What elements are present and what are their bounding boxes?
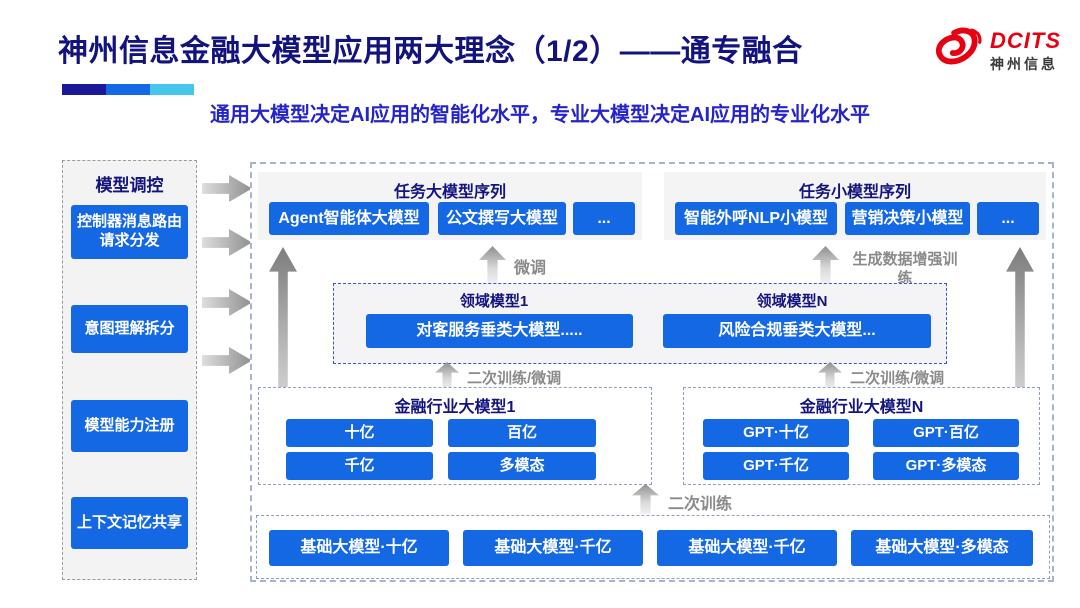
right-arrow-icon bbox=[202, 347, 252, 374]
title-accent-bar bbox=[62, 84, 194, 102]
industry-n-box-gpt1b: GPT·十亿 bbox=[703, 419, 849, 447]
retrain-finetune-right-label: 二次训练/微调 bbox=[850, 370, 945, 387]
industry-n-box-gpt10b: GPT·百亿 bbox=[873, 419, 1019, 447]
finetune-label: 微调 bbox=[514, 260, 547, 277]
base-box-multimodal: 基础大模型·多模态 bbox=[851, 530, 1033, 566]
domain-models-container: 领域模型1 对客服务垂类大模型..... 领域模型N 风险合规垂类大模型... bbox=[333, 283, 947, 364]
task-large-title: 任务大模型序列 bbox=[393, 184, 506, 201]
task-small-box-more: ... bbox=[977, 202, 1039, 235]
sidebar-item-router: 控制器消息路由请求分发 bbox=[71, 205, 188, 259]
right-arrow-icon bbox=[202, 289, 252, 316]
accent-segment-cyan bbox=[150, 84, 194, 95]
domain-model-n-box: 风险合规垂类大模型... bbox=[663, 314, 931, 348]
gen-data-training-label: 生成数据增强训练 bbox=[852, 251, 958, 287]
accent-segment-blue bbox=[106, 84, 150, 95]
base-box-100b-a: 基础大模型·千亿 bbox=[463, 530, 643, 566]
retrain-finetune-left-label: 二次训练/微调 bbox=[467, 370, 562, 387]
task-small-model-section: 任务小模型序列 智能外呼NLP小模型 营销决策小模型 ... bbox=[664, 172, 1046, 240]
industry-1-box-multimodal: 多模态 bbox=[448, 452, 596, 480]
industry-n-box-gptmm: GPT·多模态 bbox=[873, 452, 1019, 480]
logo-brand-text: DCITS bbox=[990, 28, 1061, 53]
task-small-box-nlp: 智能外呼NLP小模型 bbox=[675, 202, 837, 235]
slide-subtitle: 通用大模型决定AI应用的智能化水平，专业大模型决定AI应用的专业化水平 bbox=[210, 104, 870, 126]
right-arrow-icon bbox=[202, 175, 252, 202]
task-large-box-more: ... bbox=[573, 202, 635, 235]
page-title: 神州信息金融大模型应用两大理念（1/2）——通专融合 bbox=[58, 35, 803, 68]
model-control-panel: 模型调控 控制器消息路由请求分发 意图理解拆分 模型能力注册 上下文记忆共享 bbox=[62, 160, 197, 580]
industry-1-box-100b: 千亿 bbox=[286, 452, 433, 480]
task-large-model-section: 任务大模型序列 Agent智能体大模型 公文撰写大模型 ... bbox=[258, 172, 642, 240]
domain-model-1-box: 对客服务垂类大模型..... bbox=[366, 314, 633, 348]
industry-model-n-title: 金融行业大模型N bbox=[799, 399, 924, 416]
base-box-1b: 基础大模型·十亿 bbox=[269, 530, 449, 566]
sidebar-item-context: 上下文记忆共享 bbox=[71, 497, 188, 549]
domain-model-n-title: 领域模型N bbox=[756, 293, 828, 310]
domain-model-1-title: 领域模型1 bbox=[459, 293, 529, 310]
industry-model-n-section: 金融行业大模型N GPT·十亿 GPT·百亿 GPT·千亿 GPT·多模态 bbox=[683, 387, 1040, 485]
task-large-box-doc: 公文撰写大模型 bbox=[438, 202, 566, 235]
task-small-box-marketing: 营销决策小模型 bbox=[845, 202, 970, 235]
base-models-section: 基础大模型·十亿 基础大模型·千亿 基础大模型·千亿 基础大模型·多模态 bbox=[256, 515, 1050, 579]
dcits-swirl-icon bbox=[928, 24, 984, 77]
industry-model-1-section: 金融行业大模型1 十亿 百亿 千亿 多模态 bbox=[258, 387, 652, 485]
industry-1-box-1b: 十亿 bbox=[286, 419, 433, 447]
industry-n-box-gpt100b: GPT·千亿 bbox=[703, 452, 849, 480]
accent-segment-navy bbox=[62, 84, 106, 95]
sidebar-title: 模型调控 bbox=[95, 176, 164, 195]
sidebar-item-register: 模型能力注册 bbox=[71, 400, 188, 452]
industry-1-box-10b: 百亿 bbox=[448, 419, 596, 447]
task-large-box-agent: Agent智能体大模型 bbox=[269, 202, 429, 235]
base-box-100b-b: 基础大模型·千亿 bbox=[657, 530, 837, 566]
retrain-label: 二次训练 bbox=[668, 496, 733, 513]
right-arrow-icon bbox=[202, 229, 252, 256]
sidebar-item-intent: 意图理解拆分 bbox=[71, 305, 188, 353]
industry-model-1-title: 金融行业大模型1 bbox=[394, 399, 516, 416]
task-small-title: 任务小模型序列 bbox=[798, 184, 911, 201]
logo-brand-cn-text: 神州信息 bbox=[990, 56, 1058, 72]
